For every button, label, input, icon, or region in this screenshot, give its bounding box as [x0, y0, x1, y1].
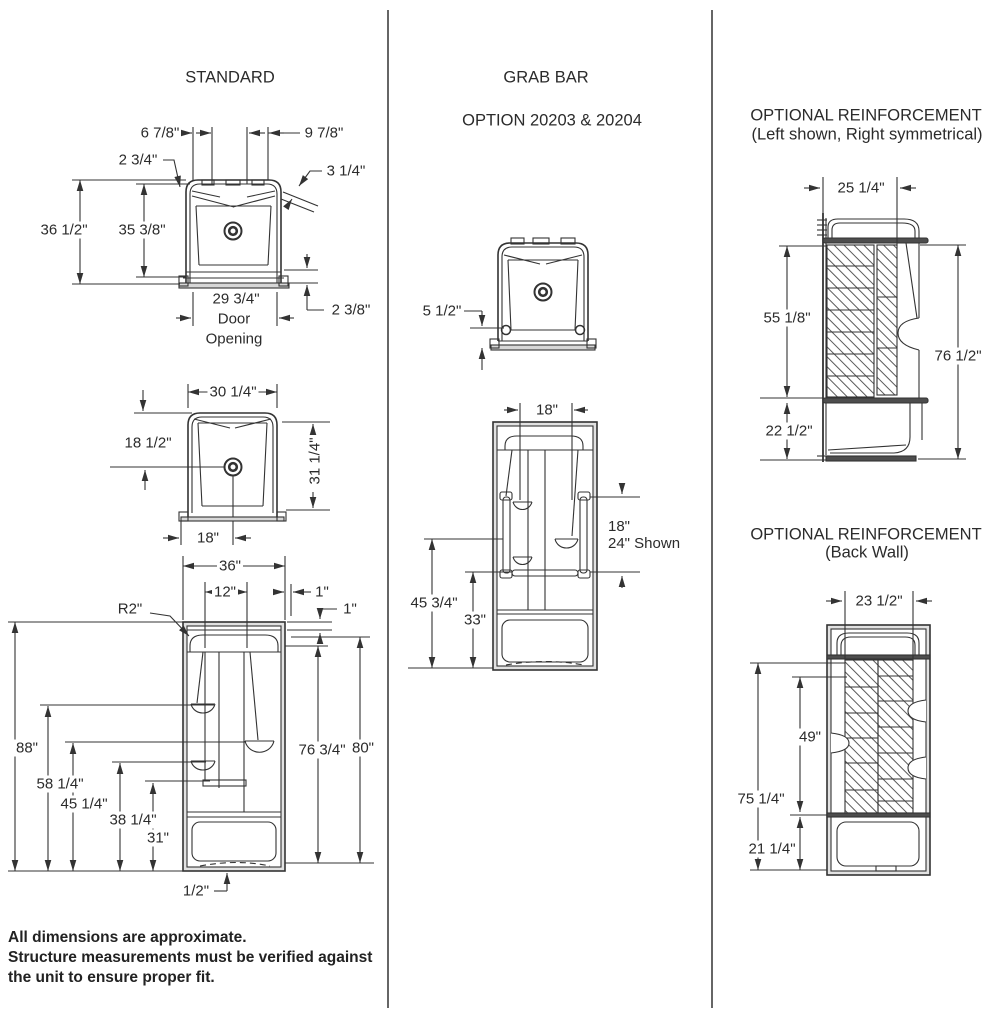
- dim-label-seat-height: 31": [144, 829, 172, 847]
- standard-front-view-drawing: [8, 582, 374, 892]
- standard-title: STANDARD: [185, 68, 275, 87]
- grabbar-subtitle: OPTION 20203 & 20204: [462, 111, 642, 130]
- dim-label-upper-shelf: 58 1/4": [34, 775, 86, 793]
- reinforcement-side-title: OPTIONAL REINFORCEMENT: [750, 106, 982, 125]
- dim-label-side-overall-height: 76 1/2": [932, 347, 984, 365]
- dim-label-base-lip: 2 3/8": [331, 301, 371, 319]
- reinforcement-back-subtitle: (Back Wall): [825, 543, 909, 562]
- dim-label-bar-length-shown: 24" Shown: [608, 535, 681, 552]
- dim-label-side-gap: 1": [315, 583, 329, 601]
- dim-label-bar-spacing: 18": [535, 401, 559, 419]
- reinforcement-back-view-drawing: [750, 591, 932, 876]
- dim-label-door-word: Door: [217, 310, 251, 328]
- note-line-1: All dimensions are approximate.: [8, 929, 247, 946]
- dim-label-plan-top-width: 30 1/4": [207, 383, 259, 401]
- dim-label-bar-lower-height: 33": [461, 611, 489, 629]
- dim-label-front-width: 36": [216, 557, 244, 575]
- dim-label-back-lower-height: 21 1/4": [746, 840, 798, 858]
- dim-label-threshold: 1/2": [182, 882, 210, 900]
- dim-label-outer-height: 36 1/2": [38, 221, 90, 239]
- dim-label-side-lower-height: 22 1/2": [763, 422, 815, 440]
- dim-label-side-panel-height: 55 1/8": [761, 309, 813, 327]
- dim-label-top-right-width: 9 7/8": [304, 124, 344, 142]
- dim-label-side-width: 25 1/4": [835, 179, 887, 197]
- dim-label-back-overall-height: 75 1/4": [735, 790, 787, 808]
- dim-label-top-lip: 1": [343, 600, 357, 618]
- dim-label-wall-height: 76 3/4": [296, 741, 348, 759]
- dim-label-bar-length-group: 18" 24" Shown: [608, 518, 680, 552]
- reinforcement-side-view-drawing: [760, 177, 966, 462]
- dim-label-mid-shelf: 45 1/4": [58, 795, 110, 813]
- dim-label-overall-height: 88": [13, 739, 41, 757]
- reinforcement-side-subtitle: (Left shown, Right symmetrical): [751, 125, 983, 144]
- dim-label-top-left-width: 6 7/8": [140, 124, 180, 142]
- dim-label-drain-from-left: 18": [196, 529, 220, 547]
- dim-label-corner-radius: R2": [117, 600, 143, 618]
- dim-label-drain-from-front: 18 1/2": [124, 434, 172, 452]
- dim-label-lower-shelf: 38 1/4": [107, 811, 159, 829]
- dim-label-unit-height: 80": [349, 739, 377, 757]
- column-divider-lines: [387, 10, 713, 1008]
- standard-section-view-drawing: [72, 127, 324, 326]
- grabbar-plan-view-drawing: [464, 237, 597, 370]
- dim-label-door-opening-width: 29 3/4": [212, 290, 260, 308]
- note-line-3: the unit to ensure proper fit.: [8, 969, 215, 986]
- dim-label-right-corner: 3 1/4": [326, 162, 366, 180]
- dim-label-bar-upper-height: 45 3/4": [408, 594, 460, 612]
- note-line-2: Structure measurements must be verified …: [8, 949, 373, 966]
- dim-label-back-panel-height: 49": [796, 728, 824, 746]
- dim-label-bar-setback: 5 1/2": [422, 302, 462, 320]
- dim-label-inner-height: 35 3/8": [116, 221, 168, 239]
- grabbar-front-view-drawing: [408, 403, 640, 671]
- dim-label-back-width: 23 1/2": [853, 592, 905, 610]
- dim-label-plan-depth: 31 1/4": [306, 437, 324, 485]
- dimensions-note: All dimensions are approximate. Structur…: [8, 928, 372, 988]
- dim-label-bar-length: 18": [608, 518, 631, 535]
- dim-label-left-corner: 2 3/4": [118, 151, 158, 169]
- reinforcement-back-title: OPTIONAL REINFORCEMENT: [750, 525, 982, 544]
- dim-label-opening-word: Opening: [205, 330, 263, 348]
- grabbar-title: GRAB BAR: [503, 68, 589, 87]
- dim-label-center-panel: 12": [211, 583, 239, 601]
